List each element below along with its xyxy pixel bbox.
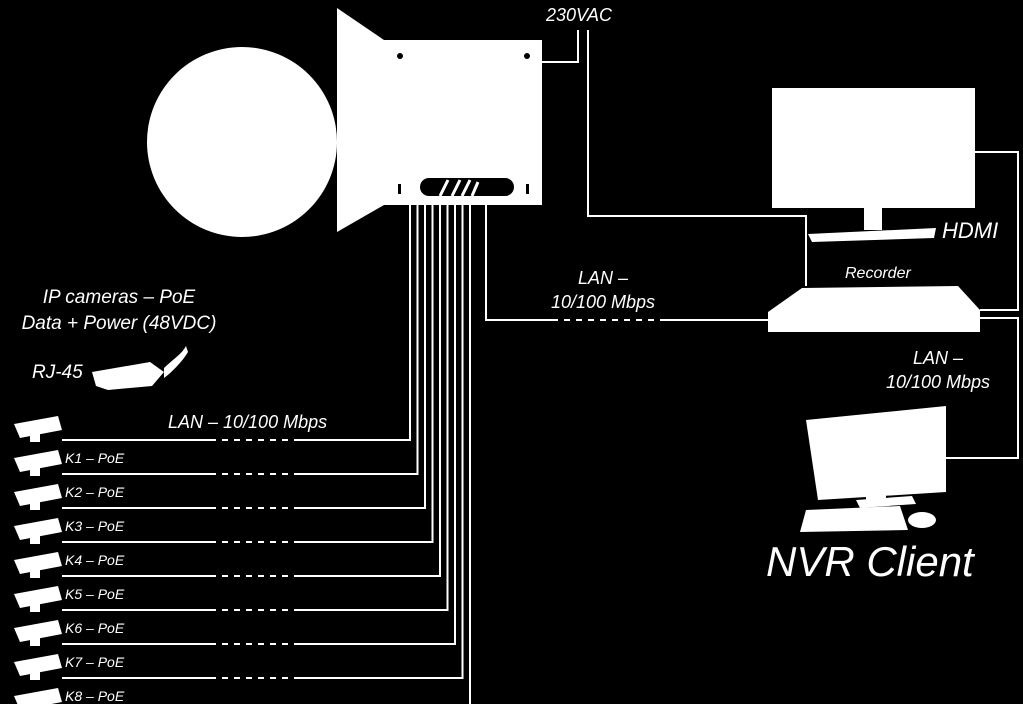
hdmi-cable (975, 151, 1019, 311)
lan-label-recorder-client: LAN – 10/100 Mbps (858, 346, 1018, 394)
nvr-client-icon (800, 406, 946, 532)
lan-label-switch-recorder: LAN – 10/100 Mbps (528, 266, 678, 314)
monitor-icon (772, 88, 975, 242)
camera-cable (62, 205, 434, 543)
camera-label: K8 – PoE (65, 688, 125, 704)
camera-label: K3 – PoE (65, 518, 125, 534)
camera-cable (62, 205, 456, 645)
lan-label-cameras: LAN – 10/100 Mbps (168, 412, 328, 432)
lan-label-line2: 10/100 Mbps (550, 292, 656, 312)
camera-cable (62, 205, 449, 611)
camera-label: K4 – PoE (65, 552, 125, 568)
camera-cable (62, 205, 464, 679)
camera-label: K5 – PoE (65, 586, 125, 602)
camera-cable (62, 205, 426, 509)
camera-label: K6 – PoE (65, 620, 125, 636)
camera-label: K2 – PoE (65, 484, 125, 500)
hdmi-label: HDMI (942, 218, 999, 243)
ip-camera-icon (14, 450, 62, 476)
nvr-client-label: NVR Client (766, 538, 974, 585)
rj45-connector-icon (92, 346, 188, 390)
lan-label-line1: LAN – (577, 268, 629, 288)
ip-camera-icon (14, 620, 62, 646)
ip-camera-icon (14, 654, 62, 680)
camera-title-label: IP cameras – PoE Data + Power (48VDC) (0, 285, 238, 337)
recorder-icon (768, 286, 980, 332)
camera-cable (62, 205, 441, 577)
lan-label-line2: 10/100 Mbps (885, 372, 991, 392)
power-cable (542, 30, 807, 286)
cameras-group (14, 205, 471, 704)
ip-camera-icon (14, 552, 62, 578)
camera-title-line1: IP cameras – PoE (42, 287, 196, 308)
ip-camera-icon (14, 416, 62, 442)
camera-label: K7 – PoE (65, 654, 125, 670)
lan-label-line1: LAN – (912, 348, 964, 368)
ip-camera-icon (14, 484, 62, 510)
camera-title-line2: Data + Power (48VDC) (21, 313, 217, 334)
camera-cable (62, 205, 419, 475)
rj45-label: RJ-45 (32, 362, 83, 383)
lan-cable-switch-recorder (485, 205, 768, 321)
ip-camera-icon (14, 518, 62, 544)
lan-cable-recorder-client (946, 317, 1019, 459)
camera-cable (62, 205, 411, 441)
recorder-label: Recorder (845, 265, 911, 282)
poe-switch-icon (147, 8, 542, 237)
ip-camera-icon (14, 688, 62, 704)
camera-label: K1 – PoE (65, 450, 125, 466)
camera-cable (469, 205, 471, 704)
ip-camera-icon (14, 586, 62, 612)
power-label: 230VAC (546, 5, 613, 25)
